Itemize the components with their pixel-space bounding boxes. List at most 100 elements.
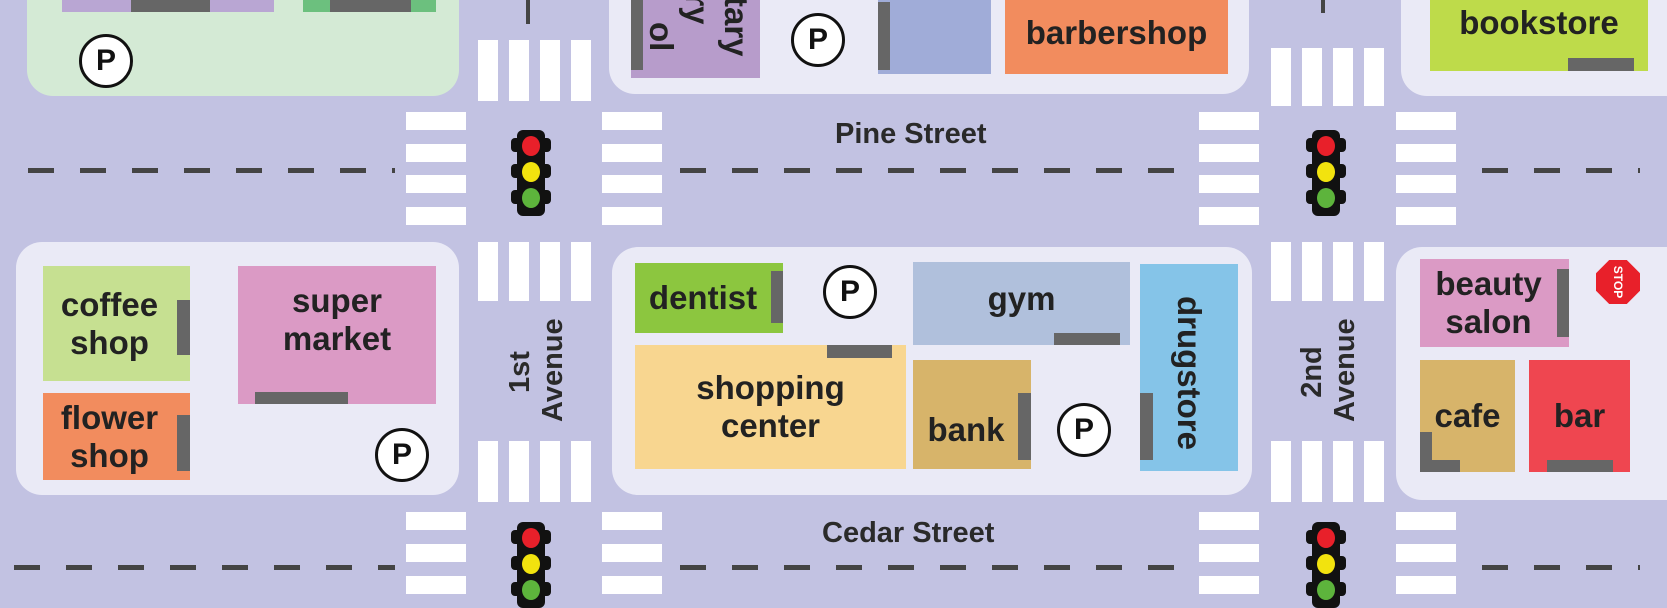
signal-lamp	[1317, 162, 1335, 182]
lane-dash	[784, 168, 810, 173]
crosswalk-stripe	[406, 112, 466, 130]
crosswalk-stripe	[602, 576, 662, 594]
parking-icon: P	[1057, 403, 1111, 457]
crosswalk-stripe	[602, 207, 662, 225]
entrance	[1420, 460, 1460, 472]
crosswalk-stripe	[1396, 175, 1456, 193]
lane-dash	[288, 168, 314, 173]
crosswalk-stripe	[509, 40, 529, 101]
street-label-cedar: Cedar Street	[822, 517, 995, 549]
crosswalk-stripe	[1396, 207, 1456, 225]
traffic-light-icon	[1306, 130, 1346, 216]
lane-dash	[1044, 168, 1070, 173]
avenue-1st-line1: 1st	[504, 351, 536, 393]
crosswalk-stripe	[540, 40, 560, 101]
crosswalk-stripe	[509, 242, 529, 301]
lane-dash	[1148, 565, 1174, 570]
signal-lamp	[1317, 580, 1335, 600]
beauty-salon-line1: beauty	[1435, 265, 1542, 302]
signal-lamp	[522, 580, 540, 600]
crosswalk-stripe	[1396, 144, 1456, 162]
lane-dash	[732, 565, 758, 570]
lane-dash	[784, 565, 810, 570]
crosswalk-stripe	[1396, 512, 1456, 530]
entrance	[1054, 333, 1120, 345]
traffic-light-icon	[1306, 522, 1346, 608]
lane-dash	[1148, 168, 1174, 173]
lane-dash	[940, 168, 966, 173]
lane-dash	[66, 565, 92, 570]
crosswalk-stripe	[1199, 112, 1259, 130]
coffee-shop-line2: shop	[70, 323, 149, 361]
avenue-2nd-line1: 2nd	[1296, 346, 1328, 398]
lane-dash	[1638, 565, 1640, 570]
crosswalk-stripe	[406, 544, 466, 562]
crosswalk-stripe	[540, 441, 560, 502]
crosswalk-stripe	[406, 207, 466, 225]
lane-dash	[184, 168, 210, 173]
entrance	[255, 392, 348, 404]
building-gym: gym	[913, 262, 1130, 345]
coffee-shop-line1: coffee	[60, 285, 159, 323]
lane-dash	[992, 168, 1018, 173]
crosswalk-stripe	[1333, 48, 1353, 106]
lane-dash	[940, 565, 966, 570]
crosswalk-stripe	[478, 40, 498, 101]
school-label-line2-text: ol	[643, 22, 680, 52]
entrance	[177, 415, 190, 471]
street-label-pine: Pine Street	[835, 118, 987, 150]
crosswalk-stripe	[1271, 48, 1291, 106]
parking-icon: P	[79, 34, 133, 88]
crosswalk-stripe	[406, 175, 466, 193]
building-bank: bank	[913, 360, 1031, 469]
signal-lamp	[522, 528, 540, 548]
crosswalk-stripe	[1199, 512, 1259, 530]
crosswalk-stripe	[571, 441, 591, 502]
crosswalk-stripe	[602, 112, 662, 130]
supermarket-line1: super	[292, 282, 382, 319]
crosswalk-stripe	[1396, 544, 1456, 562]
parking-icon: P	[791, 13, 845, 67]
entrance	[771, 271, 783, 323]
crosswalk-stripe	[478, 441, 498, 502]
building-blue	[878, 0, 991, 74]
building-dentist: dentist	[635, 263, 783, 333]
parking-icon: P	[375, 428, 429, 482]
crosswalk-stripe	[406, 512, 466, 530]
crosswalk-stripe	[1364, 242, 1384, 301]
entrance	[827, 345, 892, 358]
lane-dash	[170, 565, 196, 570]
signal-lamp	[522, 188, 540, 208]
shopping-center-line1: shopping	[696, 369, 845, 406]
crosswalk-stripe	[1302, 441, 1322, 502]
lane-dash	[1044, 565, 1070, 570]
entrance	[1568, 58, 1634, 71]
lane-dash	[222, 565, 248, 570]
signal-lamp	[1317, 188, 1335, 208]
lane-dash	[392, 168, 395, 173]
lane-dash	[680, 565, 706, 570]
crosswalk-stripe	[602, 512, 662, 530]
lane-dash	[732, 168, 758, 173]
crosswalk-stripe	[602, 175, 662, 193]
lane-dash	[1482, 565, 1508, 570]
lane-dash	[236, 168, 262, 173]
entrance	[878, 2, 890, 70]
signal-lamp	[522, 136, 540, 156]
lane-dash	[118, 565, 144, 570]
lane-dash	[28, 168, 54, 173]
crosswalk-stripe	[540, 242, 560, 301]
shopping-center-line2: center	[720, 407, 821, 444]
flower-shop-line1: flower	[60, 398, 159, 436]
building-cafe: cafe	[1420, 360, 1515, 472]
lane-dash	[992, 565, 1018, 570]
stop-sign-text: STOP	[1611, 265, 1625, 299]
crosswalk-stripe	[1364, 48, 1384, 106]
lane-dash	[888, 565, 914, 570]
signal-lamp	[1317, 136, 1335, 156]
